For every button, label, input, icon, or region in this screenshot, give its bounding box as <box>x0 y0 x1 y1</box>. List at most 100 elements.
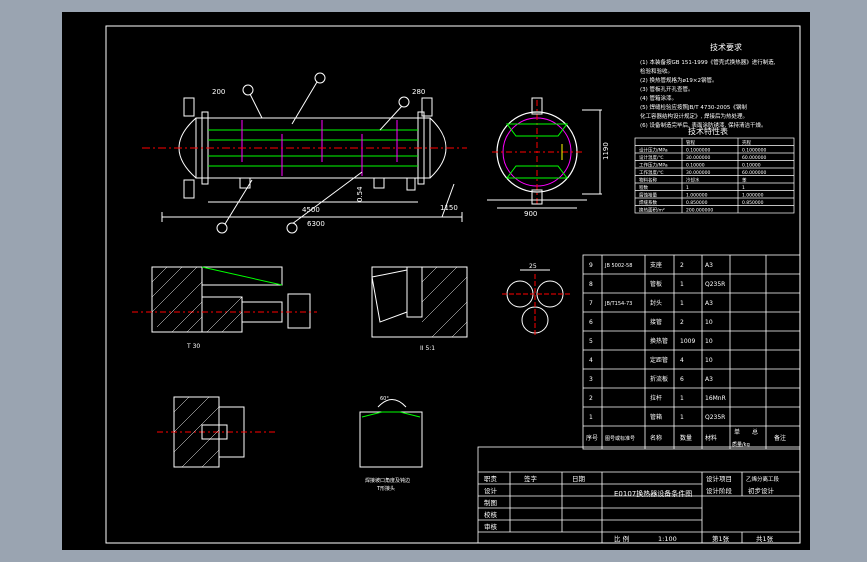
part-mat: 16MnR <box>705 395 726 402</box>
tb-review: 审核 <box>484 522 498 531</box>
tech-req-item: (5) 焊缝检验应按照JB/T 4730-2005《钢制 <box>640 103 747 111</box>
drawing-title: E0107换热器设备条件图 <box>614 489 692 498</box>
spec-cell: 60.000000 <box>742 155 766 161</box>
weld-detail <box>359 399 423 468</box>
part-balloons <box>216 72 410 234</box>
part-qty: 2 <box>680 262 684 269</box>
part-qty: 2 <box>680 319 684 326</box>
part-name: 换热管 <box>650 337 668 345</box>
part-mat: A3 <box>705 262 713 269</box>
dim-side: 1150 <box>440 204 458 212</box>
spec-cell: 0.10000 <box>686 163 705 169</box>
detail-ii <box>371 266 468 338</box>
right-head <box>429 117 447 179</box>
part-mat: 10 <box>705 319 713 326</box>
part-no: 3 <box>589 376 593 383</box>
part-mat: Q235R <box>705 281 725 288</box>
part-qty: 4 <box>680 357 684 364</box>
dim-length-total: 6300 <box>307 220 325 228</box>
spec-cell: 冷却水 <box>686 177 700 184</box>
spec-cell: 0.10000 <box>742 163 761 169</box>
spec-cell: 30.000000 <box>686 170 710 176</box>
tb-stage-value: 初步设计 <box>748 486 775 495</box>
spec-cell: 设计压力/MPa <box>639 147 668 154</box>
tb-draw: 制图 <box>484 498 497 507</box>
spec-cell: 换热面积/m² <box>639 207 665 214</box>
part-qty: 6 <box>680 376 684 383</box>
weld-note2: T形接头 <box>376 485 395 492</box>
part-qty: 1009 <box>680 338 695 345</box>
parts-header-qty: 数量 <box>680 434 692 442</box>
spec-header-cell: 管程 <box>686 139 695 146</box>
parts-table <box>582 254 801 450</box>
tb-stage-label: 设计阶段 <box>706 486 733 495</box>
weld-note: 焊接坡口角度及钝边 <box>365 477 410 484</box>
parts-header-name: 名称 <box>650 434 662 442</box>
part-name: 管板 <box>650 280 662 288</box>
parts-header-total: 总 <box>752 428 758 436</box>
tb-scale-value: 1:100 <box>658 535 677 543</box>
part-name: 封头 <box>650 299 662 307</box>
part-no: 6 <box>589 319 593 326</box>
part-name: 折流板 <box>650 375 668 383</box>
spec-cell: 60.000000 <box>742 170 766 176</box>
part-no: 8 <box>589 281 593 288</box>
tb-project-value: 乙烯分离工段 <box>746 475 780 483</box>
tb-role: 职责 <box>484 474 498 483</box>
drawing-sheet: 4500 6300 200 280 1150 0.54 <box>62 12 810 550</box>
dim-height: 1190 <box>602 142 610 160</box>
spec-cell: 1.000000 <box>742 193 764 199</box>
dim-length-mid: 4500 <box>302 206 320 214</box>
tube-pitch-view <box>502 269 572 337</box>
spec-cell: 1 <box>742 185 745 191</box>
spec-table-title: 技术特性表 <box>688 126 728 136</box>
part-no: 7 <box>589 300 593 307</box>
tech-req-item: (3) 管板孔开孔查管。 <box>640 85 694 93</box>
part-mat: Q235R <box>705 414 725 421</box>
detail-i <box>132 266 317 333</box>
spec-cell: 30.000000 <box>686 155 710 161</box>
tech-req-item: 检验和验收。 <box>640 67 673 75</box>
part-mat: 10 <box>705 338 713 345</box>
tb-sign: 签字 <box>524 474 538 483</box>
spec-cell: 焊缝系数 <box>639 199 657 206</box>
parts-header-note: 备注 <box>774 434 786 442</box>
spec-cell: 0.1000000 <box>742 148 766 154</box>
title-block <box>477 446 801 544</box>
tech-req-item: (4) 管箱涂漆。 <box>640 94 677 102</box>
part-name: 接管 <box>650 318 662 326</box>
part-qty: 1 <box>680 300 684 307</box>
part-qty: 1 <box>680 414 684 421</box>
tb-check: 校核 <box>484 510 498 519</box>
part-qty: 1 <box>680 395 684 402</box>
part-no: 9 <box>589 262 593 269</box>
tech-req-title: 技术要求 <box>710 42 742 52</box>
elevation-view <box>142 81 467 225</box>
part-qty: 1 <box>680 281 684 288</box>
parts-header-dwg: 图号或标准号 <box>605 435 635 442</box>
spec-cell: 设计温度/℃ <box>639 154 664 161</box>
side-view <box>487 97 602 209</box>
parts-header-no: 序号 <box>586 434 598 442</box>
dim-width: 900 <box>524 210 537 218</box>
spec-cell: 0.850000 <box>742 200 764 206</box>
parts-header-weight: 质量/kg <box>732 441 750 448</box>
spec-cell: 1.000000 <box>686 193 708 199</box>
spec-cell: 200.000000 <box>686 208 713 214</box>
part-name: 支座 <box>650 261 662 269</box>
spec-cell: 程数 <box>639 184 648 191</box>
tech-req-item: (6) 设备制造完毕后, 表面涂防锈漆, 保持清洁干燥。 <box>640 121 767 129</box>
tb-sheet-no: 第1张 <box>712 534 730 543</box>
part-dwg: JB 5002-58 <box>604 263 632 269</box>
tech-req-item: (2) 换热管规格为ø19×2钢管。 <box>640 76 718 84</box>
parts-header-mat: 材料 <box>705 434 717 442</box>
tb-sheet-total: 共1张 <box>756 534 774 543</box>
spec-header-cell: 壳程 <box>742 139 751 146</box>
spec-cell: 物料名称 <box>639 177 657 184</box>
dim-small1: 200 <box>212 88 225 96</box>
tech-req-item: 化工容器结构设计规定》, 焊接后为热处理。 <box>640 112 748 120</box>
spec-cell: 工作温度/℃ <box>639 169 664 176</box>
part-name: 定距管 <box>650 356 668 364</box>
